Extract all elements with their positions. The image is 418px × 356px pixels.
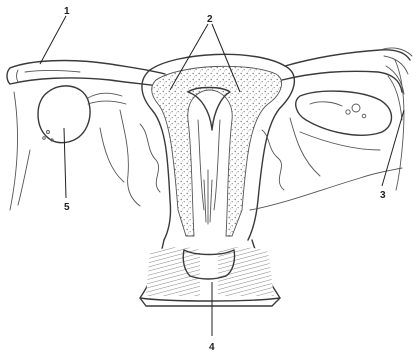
- left-ovary: [38, 86, 126, 143]
- label-5: 5: [64, 202, 70, 213]
- label-4: 4: [209, 342, 215, 353]
- cervix-vagina: [140, 240, 280, 306]
- left-broad-ligament: [10, 92, 160, 210]
- label-2: 2: [207, 14, 213, 25]
- leader-1: [40, 16, 66, 64]
- label-1: 1: [64, 6, 70, 17]
- uterus-body: [142, 54, 294, 240]
- right-fallopian-tube: [282, 48, 412, 190]
- left-fallopian-tube: [7, 61, 165, 86]
- leader-5: [64, 128, 66, 198]
- right-ovary: [296, 91, 392, 135]
- label-3: 3: [380, 190, 386, 201]
- leader-3: [382, 110, 404, 186]
